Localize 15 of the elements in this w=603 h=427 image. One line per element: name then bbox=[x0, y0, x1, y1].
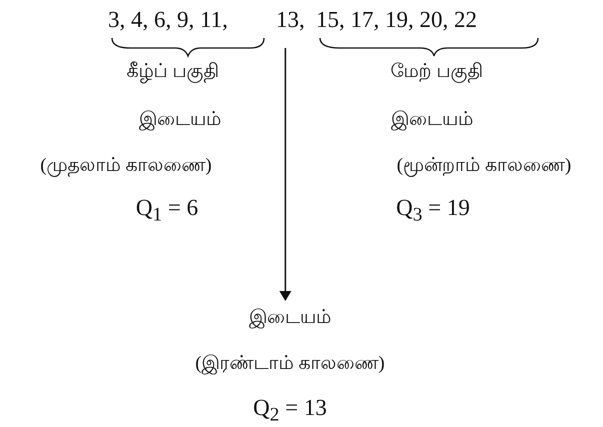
median-label: இடையம் bbox=[391, 108, 473, 132]
median-label: இடையம் bbox=[249, 306, 331, 330]
part-label: மேற் பகுதி bbox=[390, 60, 484, 84]
quartile-value: Q$_{3}$ = 19 bbox=[396, 196, 470, 228]
number-sequence: 3, 4, 6, 9, 11, bbox=[108, 6, 228, 34]
quartile-label: (இரண்டாம் காலணை) bbox=[195, 352, 385, 376]
part-label: கீழ்ப் பகுதி bbox=[126, 60, 220, 84]
median-label: இடையம் bbox=[139, 108, 221, 132]
quartile-label: (மூன்றாம் காலணை) bbox=[396, 154, 572, 178]
quartile-value: Q$_{2}$ = 13 bbox=[253, 396, 327, 427]
quartile-label: (முதலாம் காலணை) bbox=[40, 154, 212, 178]
quartile-value: Q$_{1}$ = 6 bbox=[136, 196, 198, 228]
number-sequence: 15, 17, 19, 20, 22 bbox=[316, 6, 477, 34]
arrow bbox=[279, 48, 292, 301]
number-sequence: 13, bbox=[276, 6, 305, 34]
